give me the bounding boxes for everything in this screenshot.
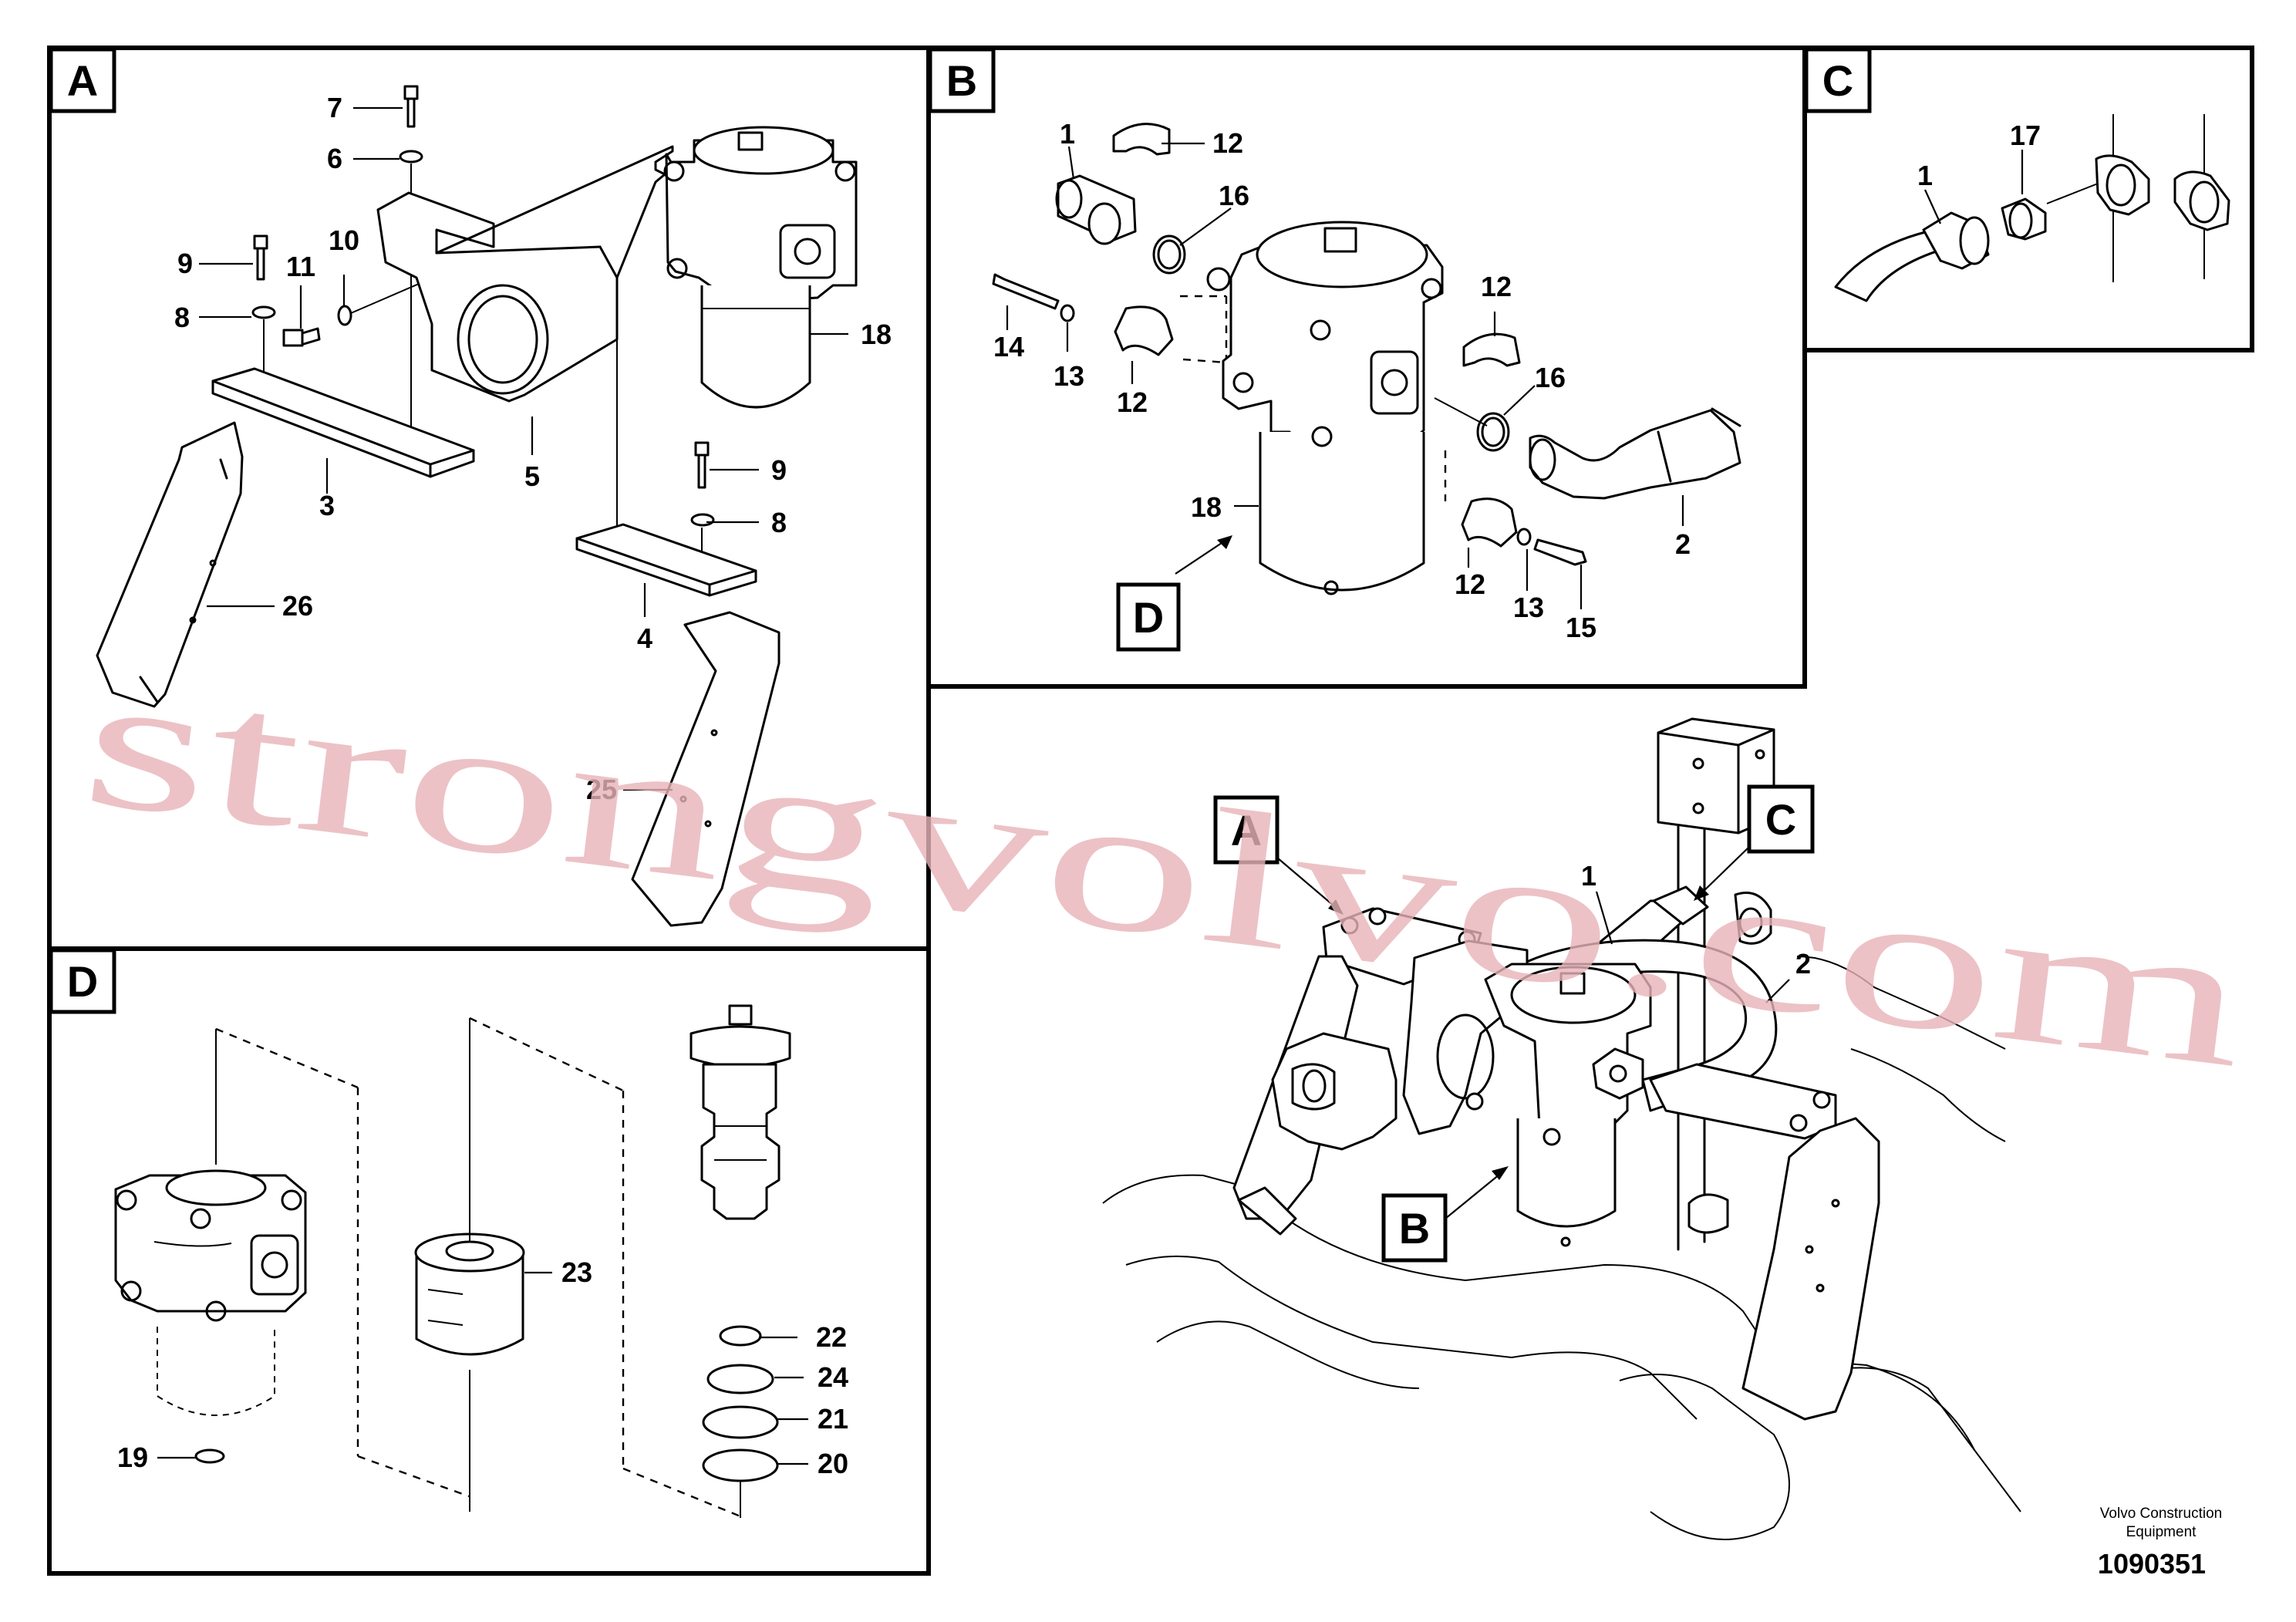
- callout-b-12a: 12: [1212, 127, 1243, 159]
- section-tag-a: A: [49, 47, 116, 113]
- callout-overview-2: 2: [1795, 948, 1811, 980]
- callout-a-18: 18: [861, 319, 892, 350]
- callout-d-24: 24: [818, 1361, 848, 1393]
- document-number: 1090351: [2098, 1548, 2206, 1580]
- overview-pointer-b: B: [1381, 1166, 1509, 1263]
- panel-b-drawing: [992, 123, 1741, 609]
- callout-a-4: 4: [637, 622, 652, 654]
- section-pointer-d: D: [1116, 535, 1232, 652]
- panel-d-drawing: [114, 1004, 808, 1518]
- callout-b-1: 1: [1060, 118, 1075, 150]
- callout-b-16b: 16: [1535, 362, 1566, 393]
- company-name-line1: Volvo Construction: [2100, 1506, 2222, 1522]
- callout-b-13a: 13: [1054, 360, 1084, 392]
- panel-c-drawing: [1834, 114, 2230, 302]
- panel-d-frame: [47, 946, 931, 1576]
- section-tag-c: C: [1804, 47, 1872, 113]
- callout-a-26: 26: [282, 590, 313, 622]
- watermark-text: strongvolvo.com: [73, 631, 2258, 1108]
- svg-text:C: C: [1822, 56, 1853, 105]
- callout-a-5: 5: [524, 460, 540, 492]
- svg-text:C: C: [1765, 795, 1796, 844]
- callout-c-17: 17: [2010, 120, 2041, 151]
- callout-d-19: 19: [117, 1442, 148, 1473]
- svg-text:A: A: [67, 56, 98, 105]
- callout-a-6: 6: [327, 143, 342, 174]
- callout-d-23: 23: [561, 1256, 592, 1288]
- svg-text:B: B: [946, 56, 977, 105]
- callout-b-18: 18: [1191, 491, 1222, 523]
- panel-a-drawing: [96, 85, 858, 927]
- company-name-line2: Equipment: [2126, 1524, 2197, 1540]
- callout-a-8: 8: [174, 302, 190, 333]
- panel-c-frame: [1802, 46, 2254, 352]
- callout-b-12b: 12: [1117, 386, 1148, 418]
- callout-b-15: 15: [1566, 612, 1596, 643]
- callout-b-12c: 12: [1481, 271, 1512, 302]
- overview-drawing: [1102, 717, 2021, 1540]
- callout-a-11: 11: [286, 251, 315, 282]
- overview-pointer-a: A: [1213, 795, 1344, 915]
- callout-overview-1: 1: [1581, 860, 1596, 892]
- section-tag-b: B: [928, 47, 996, 113]
- callout-b-16a: 16: [1219, 180, 1249, 211]
- callout-b-2: 2: [1675, 528, 1691, 560]
- callout-a-3: 3: [319, 490, 335, 521]
- svg-text:B: B: [1399, 1204, 1430, 1253]
- callout-a-25: 25: [586, 774, 617, 805]
- section-tag-d: D: [49, 948, 116, 1014]
- callout-a-9b: 9: [771, 454, 787, 486]
- callout-a-7: 7: [327, 92, 342, 123]
- panel-b-frame: [926, 46, 1807, 689]
- overview-pointer-c: C: [1694, 784, 1815, 901]
- callout-d-20: 20: [818, 1448, 848, 1479]
- callout-a-9: 9: [177, 248, 193, 279]
- callout-b-14: 14: [993, 331, 1024, 363]
- svg-text:D: D: [67, 957, 98, 1006]
- callout-b-12d: 12: [1455, 568, 1485, 600]
- svg-text:A: A: [1231, 806, 1262, 855]
- callout-b-13b: 13: [1513, 592, 1544, 623]
- callout-d-22: 22: [816, 1321, 847, 1353]
- callout-d-21: 21: [818, 1403, 848, 1435]
- svg-text:D: D: [1133, 593, 1164, 642]
- callout-c-1: 1: [1917, 160, 1933, 191]
- callout-a-8b: 8: [771, 507, 787, 538]
- callout-a-10: 10: [329, 224, 359, 256]
